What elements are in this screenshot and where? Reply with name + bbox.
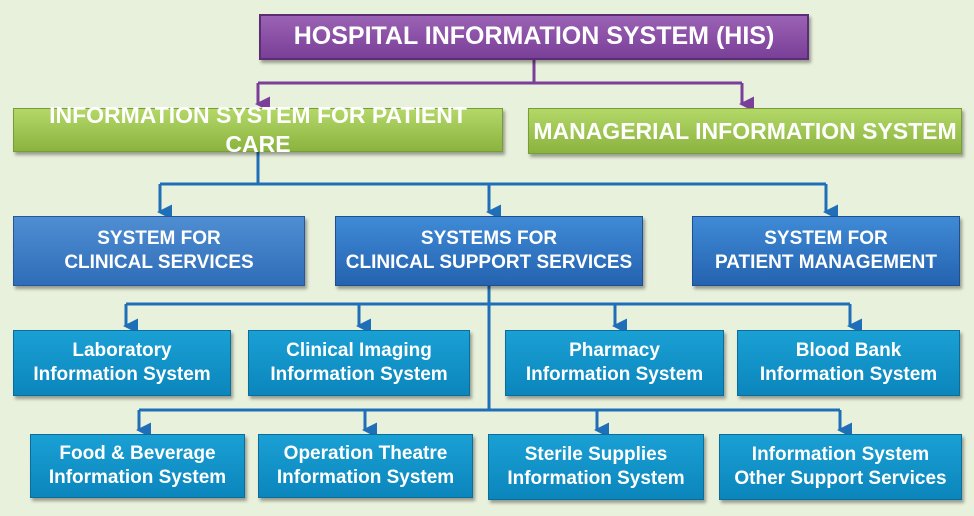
node-clinical-support-line1: SYSTEMS FOR <box>420 228 558 250</box>
node-clinical-services: SYSTEM FOR CLINICAL SERVICES <box>13 216 305 286</box>
node-clinical-imaging-line2: Information System <box>270 364 448 385</box>
node-patient-mgmt-line1: SYSTEM FOR <box>764 228 888 250</box>
node-other-support: Information System Other Support Service… <box>719 434 962 500</box>
node-clinical-imaging-line1: Clinical Imaging <box>286 340 432 362</box>
node-patient-management: SYSTEM FOR PATIENT MANAGEMENT <box>692 216 960 286</box>
node-patient-care-label: INFORMATION SYSTEM FOR PATIENT CARE <box>49 102 467 157</box>
node-operation-theatre-line2: Information System <box>276 467 455 488</box>
node-managerial-label: MANAGERIAL INFORMATION SYSTEM <box>533 117 957 144</box>
node-pharmacy: Pharmacy Information System <box>505 330 724 396</box>
node-laboratory-line2: Information System <box>33 364 211 385</box>
node-sterile-supplies: Sterile Supplies Information System <box>488 434 704 500</box>
node-clinical-support: SYSTEMS FOR CLINICAL SUPPORT SERVICES <box>335 216 643 286</box>
patient-care-connectors <box>157 152 838 220</box>
node-blood-bank-line2: Information System <box>759 364 938 385</box>
node-operation-theatre: Operation Theatre Information System <box>258 434 473 498</box>
root-connectors <box>255 60 754 112</box>
node-blood-bank-line1: Blood Bank <box>795 340 902 362</box>
node-pharmacy-line1: Pharmacy <box>569 340 660 362</box>
node-managerial: MANAGERIAL INFORMATION SYSTEM <box>528 108 962 154</box>
node-clinical-line2: CLINICAL SERVICES <box>64 252 254 273</box>
node-patient-care: INFORMATION SYSTEM FOR PATIENT CARE <box>13 102 503 157</box>
node-clinical-line1: SYSTEM FOR <box>97 228 221 250</box>
node-food-beverage-line1: Food & Beverage <box>59 443 216 465</box>
node-clinical-support-line2: CLINICAL SUPPORT SERVICES <box>345 252 633 273</box>
node-operation-theatre-line1: Operation Theatre <box>283 443 448 465</box>
node-food-beverage-line2: Information System <box>48 467 227 488</box>
node-pharmacy-line2: Information System <box>525 364 704 385</box>
node-sterile-supplies-line2: Information System <box>507 468 685 489</box>
node-laboratory-line1: Laboratory <box>72 340 172 362</box>
node-laboratory: Laboratory Information System <box>13 330 231 396</box>
node-sterile-supplies-line1: Sterile Supplies <box>524 444 668 466</box>
node-food-beverage: Food & Beverage Information System <box>30 434 245 498</box>
node-blood-bank: Blood Bank Information System <box>737 330 960 396</box>
node-patient-mgmt-line2: PATIENT MANAGEMENT <box>714 252 937 273</box>
node-other-support-line2: Other Support Services <box>734 468 947 489</box>
root-node-his: HOSPITAL INFORMATION SYSTEM (HIS) <box>259 14 809 60</box>
node-clinical-imaging: Clinical Imaging Information System <box>248 330 470 396</box>
root-node-label: HOSPITAL INFORMATION SYSTEM (HIS) <box>293 22 775 51</box>
node-other-support-line1: Information System <box>751 444 930 466</box>
